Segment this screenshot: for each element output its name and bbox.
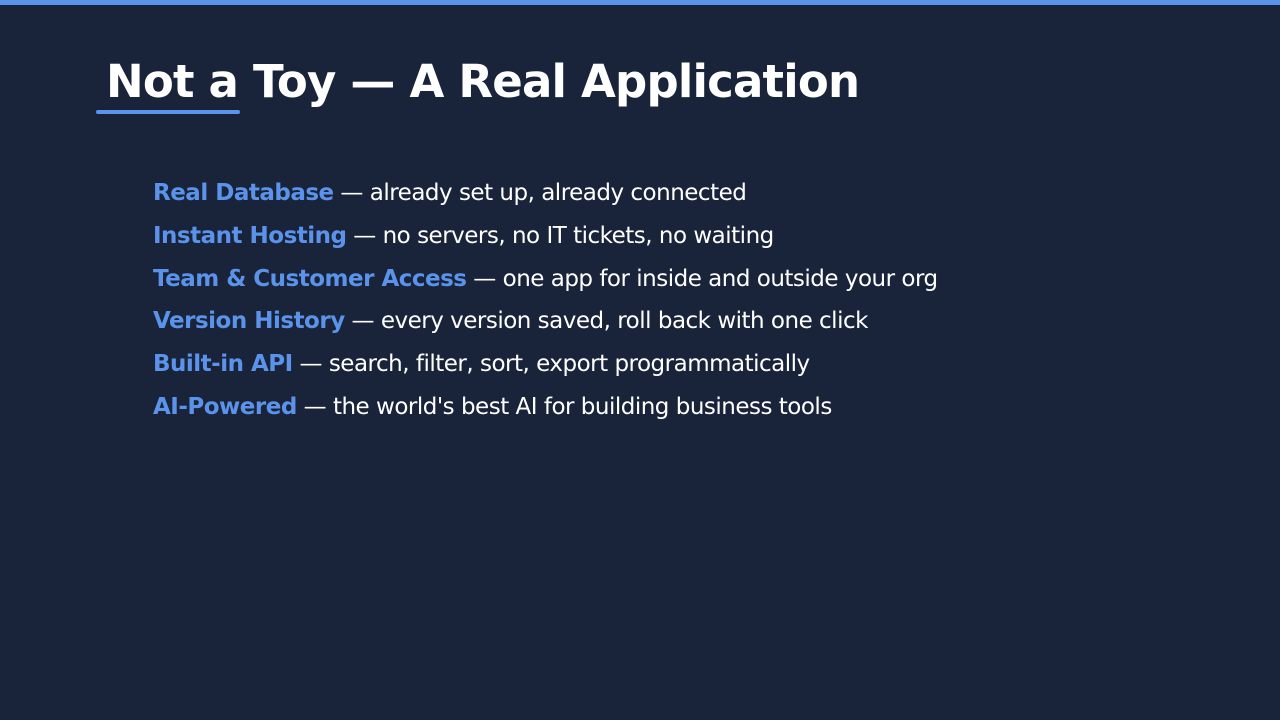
feature-item-team-customer-access: Team & Customer Access — one app for ins… xyxy=(153,258,938,301)
title-underline-accent xyxy=(96,110,240,114)
feature-separator: — xyxy=(296,393,333,420)
feature-label: Real Database xyxy=(153,180,334,206)
feature-item-version-history: Version History — every version saved, r… xyxy=(153,300,938,343)
feature-separator: — xyxy=(292,351,329,378)
feature-description: one app for inside and outside your org xyxy=(502,265,939,292)
feature-label: AI-Powered xyxy=(153,393,297,420)
feature-list: Real Database — already set up, already … xyxy=(153,172,938,429)
feature-description: already set up, already connected xyxy=(369,180,747,206)
feature-separator: — xyxy=(344,308,381,335)
feature-separator: — xyxy=(466,265,503,292)
feature-label: Team & Customer Access xyxy=(153,265,467,292)
feature-item-instant-hosting: Instant Hosting — no servers, no IT tick… xyxy=(153,215,938,258)
feature-description: every version saved, roll back with one … xyxy=(380,308,869,335)
feature-description: no servers, no IT tickets, no waiting xyxy=(382,222,775,249)
feature-item-ai-powered: AI-Powered — the world's best AI for bui… xyxy=(153,386,938,429)
feature-description: search, filter, sort, export programmati… xyxy=(328,351,810,378)
feature-item-real-database: Real Database — already set up, already … xyxy=(153,172,938,215)
feature-label: Built-in API xyxy=(153,351,293,378)
feature-label: Version History xyxy=(153,308,345,335)
feature-separator: — xyxy=(346,222,383,249)
top-accent-bar xyxy=(0,0,1280,5)
feature-description: the world's best AI for building busines… xyxy=(332,393,832,420)
feature-item-built-in-api: Built-in API — search, filter, sort, exp… xyxy=(153,343,938,386)
feature-label: Instant Hosting xyxy=(153,222,347,249)
feature-separator: — xyxy=(333,180,370,206)
slide-title: Not a Toy — A Real Application xyxy=(106,55,860,108)
